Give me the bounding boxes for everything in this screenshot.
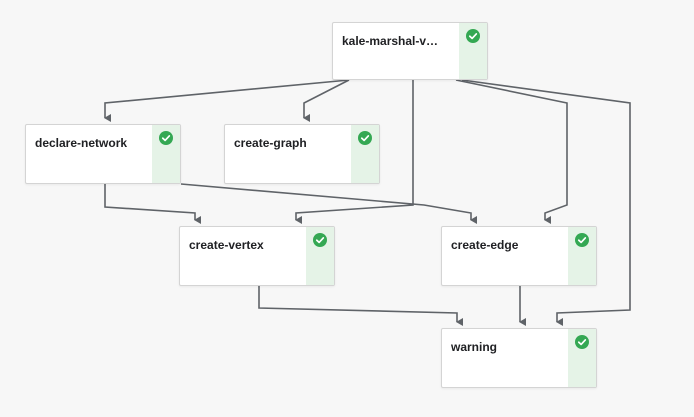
status-succeeded: [568, 329, 596, 387]
node-warning[interactable]: warning: [441, 328, 597, 388]
status-succeeded: [459, 23, 487, 79]
edge-declare-to-edge: [180, 183, 477, 224]
status-succeeded: [568, 227, 596, 285]
edge-kale-to-declare: [104, 79, 350, 122]
edge-kale-to-edge: [455, 79, 568, 224]
edge-kale-to-vertex: [295, 80, 414, 224]
status-succeeded: [152, 125, 180, 183]
node-kale-marshal-volume[interactable]: kale-marshal-vol...: [332, 22, 488, 80]
check-circle-icon: [159, 131, 173, 145]
node-declare-network[interactable]: declare-network: [25, 124, 181, 184]
edge-kale-to-warning: [461, 79, 631, 326]
node-label: kale-marshal-vol...: [342, 34, 443, 48]
edge-declare-to-vertex: [104, 184, 201, 224]
node-create-vertex[interactable]: create-vertex: [179, 226, 335, 286]
status-succeeded: [351, 125, 379, 183]
check-circle-icon: [575, 233, 589, 247]
check-circle-icon: [466, 29, 480, 43]
node-label: create-edge: [451, 238, 519, 252]
node-label: create-vertex: [189, 238, 264, 252]
check-circle-icon: [575, 335, 589, 349]
status-succeeded: [306, 227, 334, 285]
node-label: declare-network: [35, 136, 128, 150]
check-circle-icon: [358, 131, 372, 145]
node-label: warning: [451, 340, 498, 354]
edge-vertex-to-warning: [258, 286, 463, 326]
node-create-graph[interactable]: create-graph: [224, 124, 380, 184]
check-circle-icon: [313, 233, 327, 247]
node-label: create-graph: [234, 136, 307, 150]
node-create-edge[interactable]: create-edge: [441, 226, 597, 286]
edge-kale-to-graph: [303, 79, 350, 122]
